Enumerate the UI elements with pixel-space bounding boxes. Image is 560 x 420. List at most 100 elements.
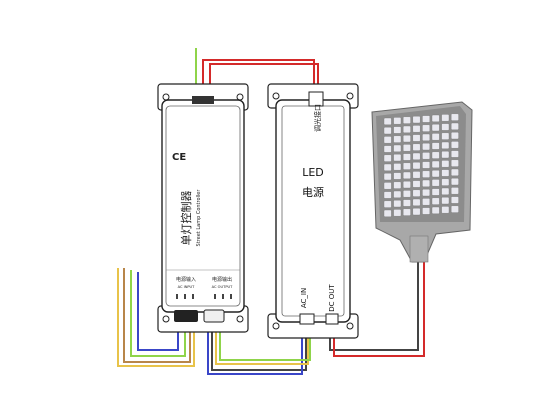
driver-screw-hole-br: [346, 322, 354, 330]
terminal-marks: [176, 294, 232, 299]
controller-inner-panel: [165, 105, 241, 307]
led-driver: 调光接口 LED 电源 AC_IN DC OUT: [267, 83, 359, 339]
led-chip: [422, 142, 430, 151]
led-chip: [412, 198, 421, 207]
led-chip: [412, 189, 421, 197]
led-chip: [412, 125, 421, 133]
led-chip: [431, 206, 440, 215]
lamp-controller: CE 单灯控制器 Street Lamp Controller 电源输入 AC …: [157, 83, 249, 333]
lamp-neck: [409, 235, 429, 263]
led-chip: [393, 181, 402, 189]
port-input-en: AC INPUT: [178, 285, 196, 289]
driver-screw-hole-bl: [272, 322, 280, 330]
led-chip: [403, 134, 411, 143]
led-chip: [393, 209, 402, 217]
port-output-cn: 电源输出: [212, 276, 232, 283]
led-chip: [441, 132, 450, 140]
led-chip: [403, 116, 411, 124]
controller-input-connector: [174, 310, 198, 322]
led-chip: [431, 133, 440, 141]
led-chip: [451, 113, 459, 121]
led-chip: [422, 115, 430, 123]
controller-screw-hole-bl: [162, 315, 170, 323]
led-chip: [441, 178, 450, 186]
led-chip: [422, 170, 430, 178]
led-chip: [403, 144, 411, 152]
led-chip: [412, 161, 421, 170]
led-chip: [451, 159, 459, 167]
led-chip: [431, 123, 440, 132]
dim-port-label: 调光接口: [313, 104, 322, 132]
led-chip: [393, 135, 402, 143]
led-chip: [383, 200, 392, 208]
led-chip: [441, 141, 450, 150]
output-wire-blue: [207, 318, 303, 375]
dim-port-connector: [308, 91, 324, 107]
driver-screw-hole-tr: [346, 92, 354, 100]
input-wire-blue: [137, 272, 179, 351]
led-chip: [451, 141, 459, 149]
led-chip: [393, 126, 402, 134]
led-chip: [431, 197, 440, 205]
led-chip: [422, 179, 430, 188]
ac-in-label: AC_IN: [300, 288, 308, 308]
led-chip: [431, 179, 440, 187]
led-chip: [451, 122, 459, 131]
port-output-en: AC OUTPUT: [212, 285, 233, 289]
driver-name-cn: 电源: [302, 185, 324, 199]
led-chip: [403, 162, 411, 170]
led-chip: [441, 123, 450, 131]
led-chip: [451, 150, 459, 158]
led-chip: [441, 196, 450, 205]
led-chip: [403, 180, 411, 189]
port-input-cn: 电源输入: [176, 276, 196, 283]
led-chip: [393, 144, 402, 153]
led-chip: [422, 133, 430, 142]
led-chip: [393, 190, 402, 199]
led-chip: [451, 168, 459, 177]
led-chip: [431, 151, 440, 159]
led-chip: [431, 114, 440, 123]
controller-output-connector: [203, 309, 225, 323]
led-chip: [412, 143, 421, 151]
led-chip: [403, 190, 411, 198]
led-chip: [441, 187, 450, 196]
led-chip: [422, 188, 430, 197]
led-chip: [431, 160, 440, 169]
street-lamp: [371, 101, 473, 263]
dim-wire-red-2: [209, 63, 319, 100]
led-chip: [383, 117, 392, 126]
led-chip: [451, 205, 459, 213]
led-chip: [412, 134, 421, 142]
output-wire-green: [219, 318, 311, 361]
led-chip: [403, 171, 411, 180]
led-chip: [393, 117, 402, 125]
led-chip: [403, 208, 411, 216]
controller-title-cn: 单灯控制器: [179, 191, 193, 246]
led-chip: [403, 125, 411, 134]
led-chip: [422, 124, 430, 132]
led-chip: [383, 136, 392, 144]
led-chip: [441, 169, 450, 177]
led-chip: [383, 163, 392, 172]
led-chip: [383, 126, 392, 135]
led-chip: [403, 199, 411, 207]
led-chip: [422, 161, 430, 169]
led-chip: [393, 199, 402, 208]
led-chip: [451, 187, 459, 195]
ce-mark: CE: [172, 152, 186, 163]
led-chip: [412, 180, 421, 188]
led-chip: [431, 169, 440, 178]
ac-in-connector: [299, 313, 315, 325]
led-chip: [431, 188, 440, 196]
led-chip: [441, 206, 450, 214]
driver-name-led: LED: [302, 166, 324, 179]
led-chip: [403, 153, 411, 161]
led-chip: [431, 142, 440, 150]
lamp-led-array: [383, 113, 459, 218]
led-chip: [383, 182, 392, 190]
led-chip: [383, 191, 392, 199]
led-chip: [412, 207, 421, 216]
led-chip: [441, 150, 450, 159]
